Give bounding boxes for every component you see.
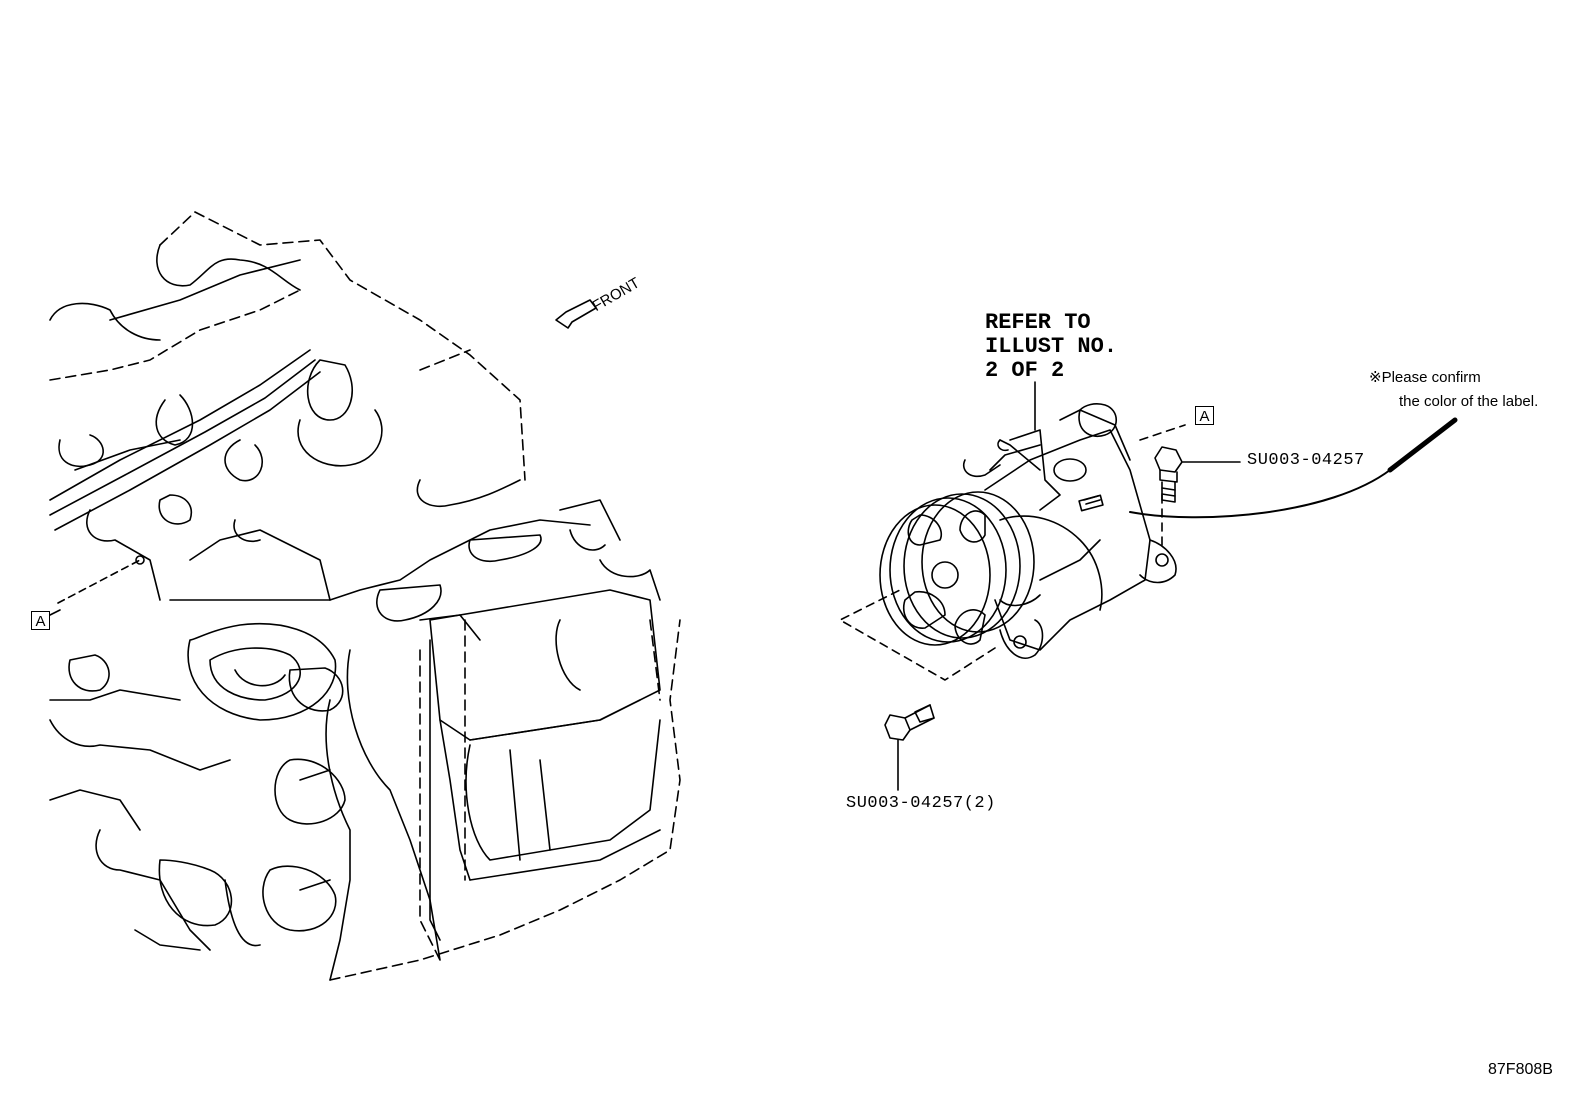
label-color-note-line-1: ※Please confirm (1369, 369, 1481, 386)
upper-bolt-drawing (1155, 447, 1240, 502)
refer-note-line-3: 2 OF 2 (985, 358, 1065, 383)
upper-bolt-part-number[interactable]: SU003-04257 (1247, 451, 1365, 470)
reference-marker-compressor: A (1195, 406, 1214, 425)
reference-marker-engine: A (31, 611, 50, 630)
refer-note-line-2: ILLUST NO. (985, 334, 1118, 359)
label-pointer-line (1130, 425, 1450, 517)
refer-note-line-1: REFER TO (985, 310, 1091, 335)
illustration-code: 87F808B (1488, 1061, 1553, 1078)
compressor-mount-leader (840, 590, 995, 680)
lower-bolt-part-number[interactable]: SU003-04257(2) (846, 794, 996, 813)
lower-bolt-drawing (885, 705, 934, 790)
label-color-note-line-2: the color of the label. (1399, 393, 1539, 410)
front-arrow-icon (556, 300, 596, 328)
refer-note: REFER TO ILLUST NO. 2 OF 2 (985, 311, 1117, 383)
ac-compressor-drawing (880, 404, 1176, 658)
engine-mount-leader (58, 560, 140, 603)
engine-block-drawing (40, 212, 680, 980)
